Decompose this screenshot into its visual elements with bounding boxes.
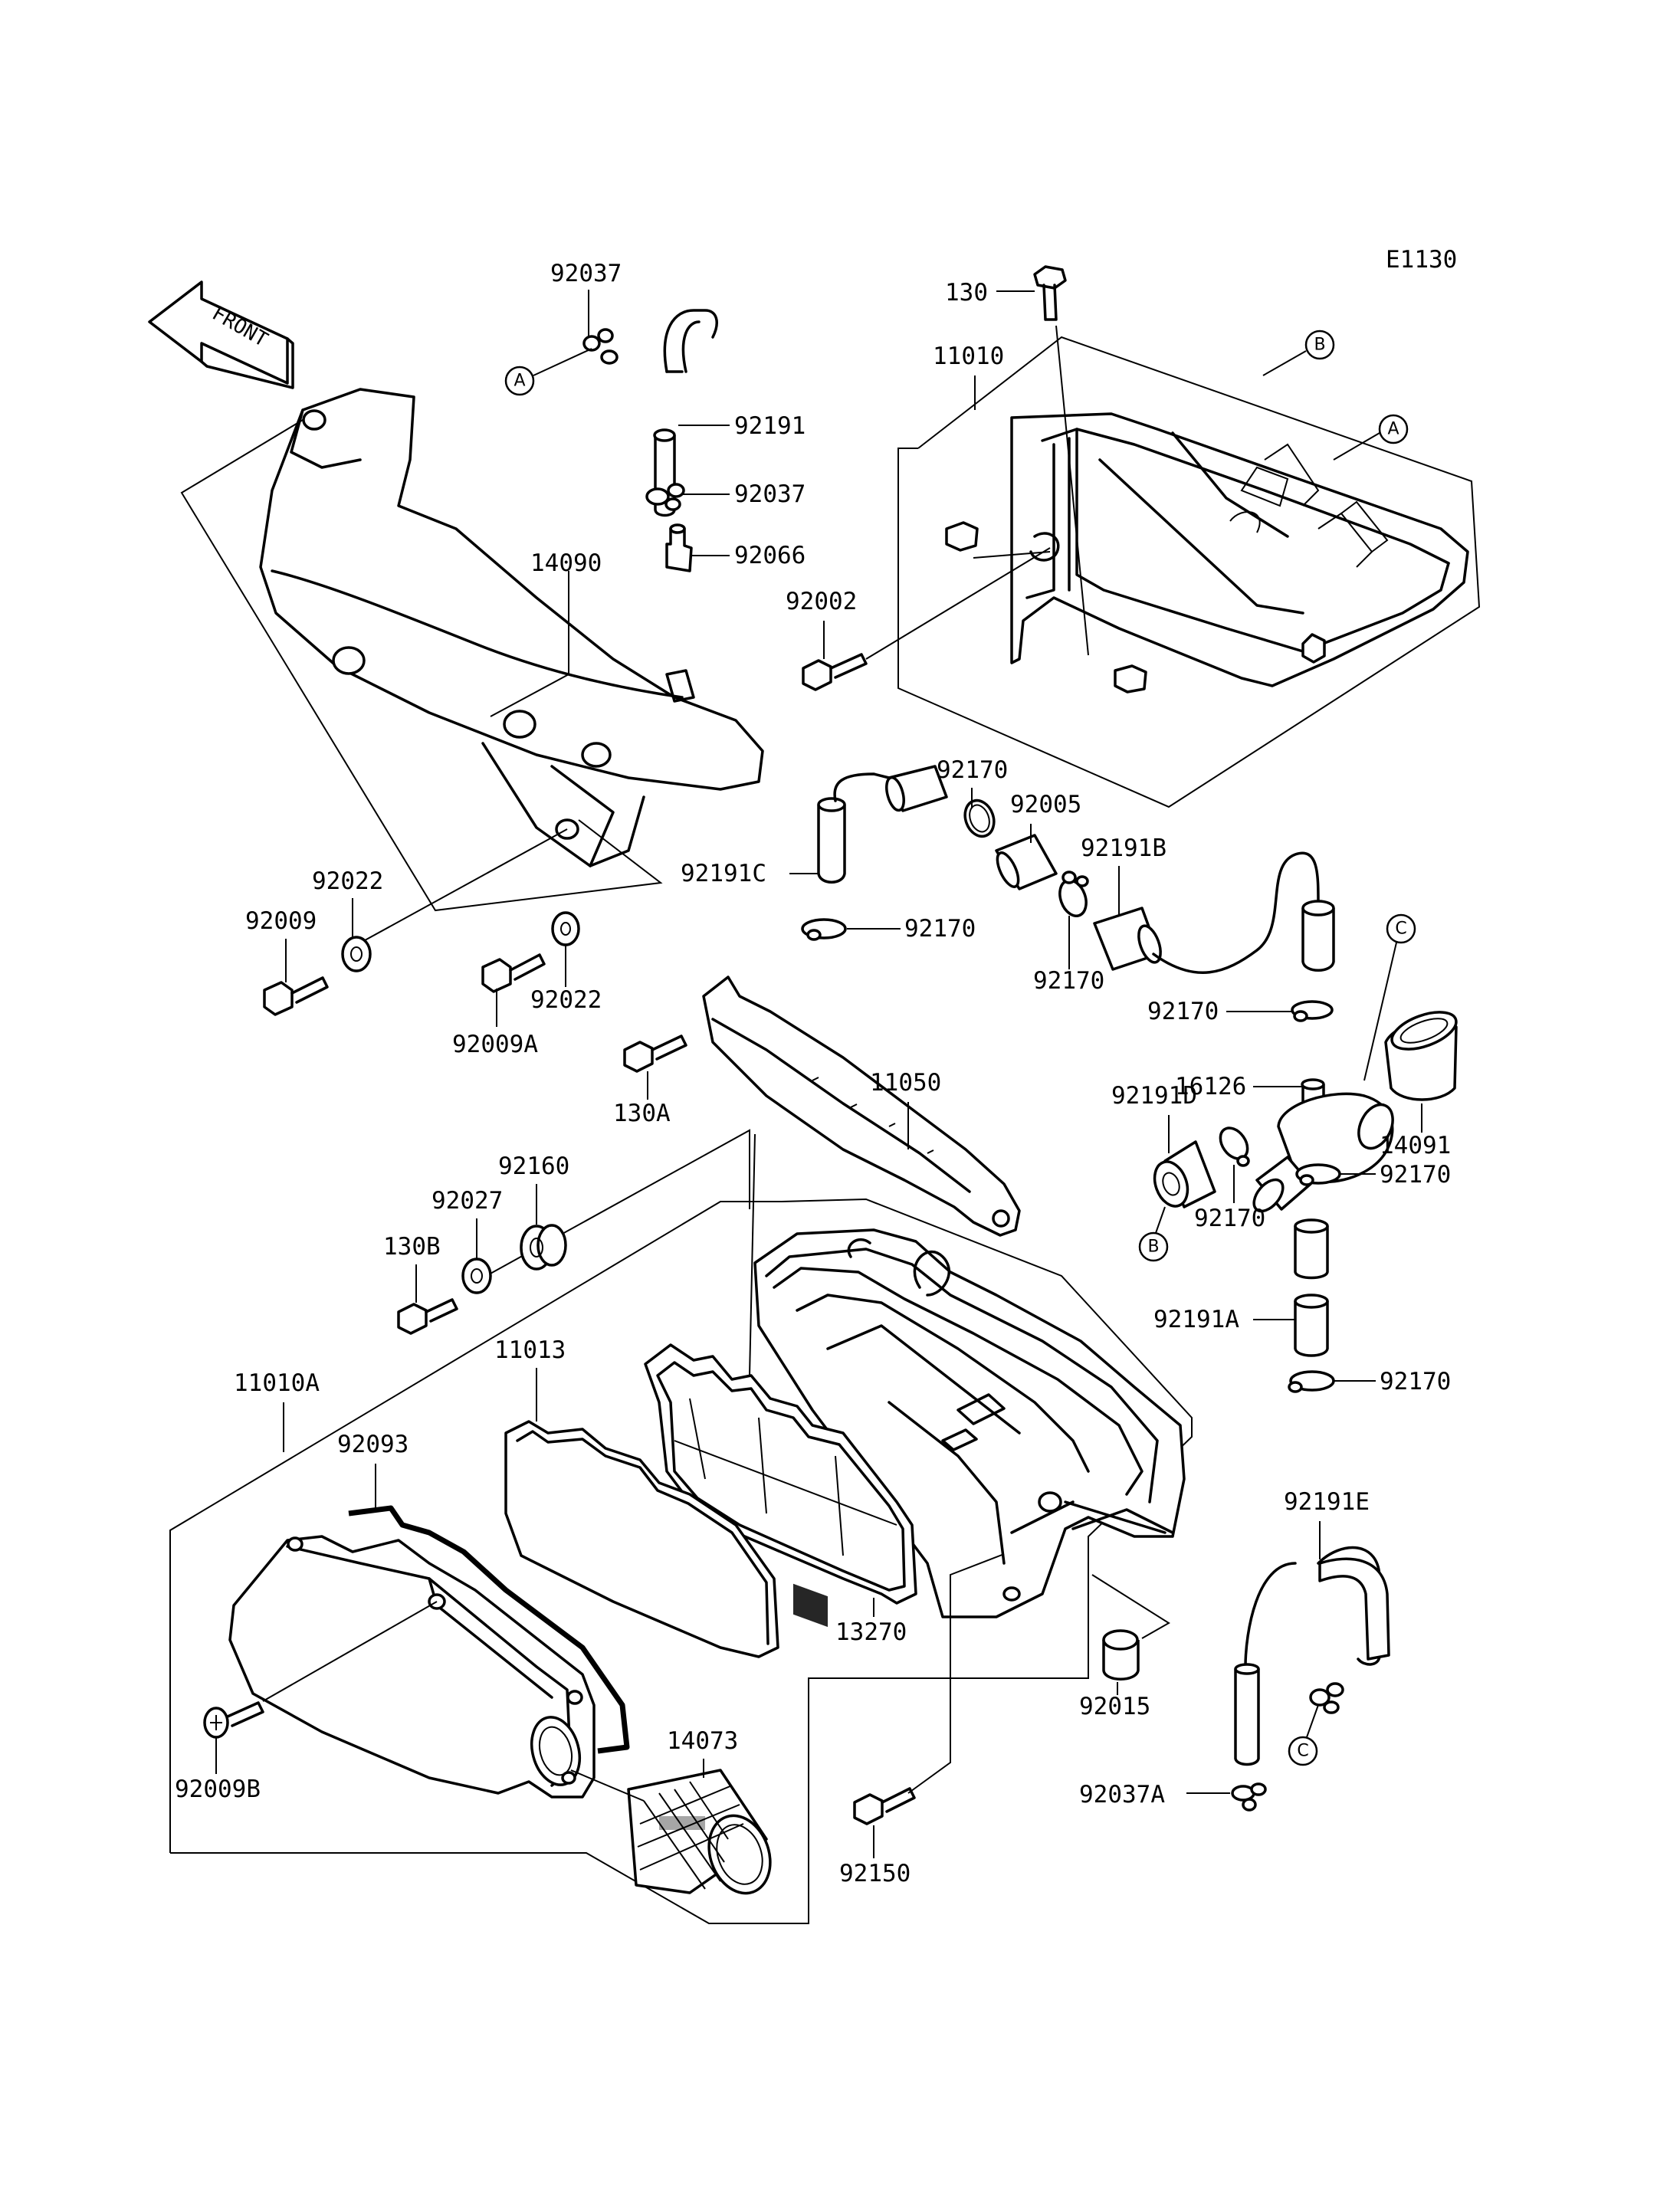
part-92191: 92191 <box>734 412 806 440</box>
part-92015: 92015 <box>1079 1693 1150 1720</box>
part-92037A: 92037A <box>1079 1781 1165 1808</box>
part-92191D: 92191D <box>1111 1082 1197 1110</box>
hose-92191C <box>817 765 948 884</box>
fitting-92066 <box>665 523 693 572</box>
connector-c-1 <box>1386 913 1416 944</box>
bolt-130A <box>623 1035 687 1073</box>
clip-92037-top <box>582 328 619 365</box>
part-92066: 92066 <box>734 542 806 569</box>
connector-a-1-label: A <box>514 372 525 391</box>
part-92093: 92093 <box>337 1431 409 1458</box>
grommet-92160 <box>520 1224 567 1271</box>
bracket-11050 <box>702 976 1021 1237</box>
part-92037-top: 92037 <box>550 260 622 287</box>
part-11010A: 11010A <box>234 1369 320 1397</box>
seal-92093 <box>348 1505 630 1754</box>
clamp-92170-f <box>1295 1163 1341 1186</box>
part-14073: 14073 <box>667 1727 738 1755</box>
clamp-92170-g <box>1288 1370 1335 1393</box>
part-92160: 92160 <box>498 1153 569 1180</box>
connector-b-1 <box>1304 330 1335 360</box>
washer-92022-mid <box>551 911 580 946</box>
cap-14091 <box>1384 1011 1458 1101</box>
collar-92015 <box>1102 1629 1140 1681</box>
part-92022-left: 92022 <box>312 867 383 895</box>
hose-92191 <box>653 309 718 517</box>
part-14090: 14090 <box>530 549 602 577</box>
cover-11010A <box>228 1535 596 1799</box>
part-130B: 130B <box>383 1233 441 1261</box>
connector-c-2-label: C <box>1297 1742 1308 1761</box>
part-92009: 92009 <box>245 907 317 935</box>
part-92191E: 92191E <box>1284 1488 1370 1516</box>
connector-b-1-label: B <box>1314 336 1325 355</box>
part-130A: 130A <box>613 1100 671 1127</box>
part-92170-c: 92170 <box>1033 967 1104 995</box>
air-cleaner-housing <box>753 1228 1186 1618</box>
part-16126: 16126 <box>1175 1073 1246 1100</box>
part-92002: 92002 <box>786 588 857 615</box>
part-92191A: 92191A <box>1153 1306 1239 1333</box>
part-92027: 92027 <box>431 1187 503 1215</box>
clamp-92170-d <box>1291 1000 1334 1022</box>
clip-92037A <box>1231 1782 1267 1812</box>
connector-a-1 <box>504 366 535 396</box>
part-92170-f: 92170 <box>1380 1161 1451 1189</box>
part-92037-mid: 92037 <box>734 480 806 508</box>
part-92170-d: 92170 <box>1147 998 1219 1025</box>
connector-c-1-label: C <box>1395 920 1406 939</box>
part-92191C: 92191C <box>681 860 766 887</box>
part-92191B: 92191B <box>1081 835 1166 862</box>
hose-92191B <box>1093 851 1335 974</box>
part-92170-b: 92170 <box>904 915 976 943</box>
washer-92027 <box>461 1258 492 1294</box>
part-11050: 11050 <box>870 1069 941 1097</box>
part-92009A: 92009A <box>452 1031 538 1058</box>
part-92022-mid: 92022 <box>530 986 602 1014</box>
part-92170-a: 92170 <box>937 756 1008 784</box>
connector-b-2-label: B <box>1147 1238 1159 1257</box>
bolt-92002 <box>802 653 868 691</box>
part-11013: 11013 <box>494 1336 566 1364</box>
hose-92191D <box>1153 1140 1216 1208</box>
washer-92022-left <box>341 936 372 972</box>
bolt-130B <box>397 1298 458 1335</box>
clip-92037-right <box>1309 1682 1344 1714</box>
connector-a-2-label: A <box>1387 420 1399 439</box>
bolt-130 <box>1033 265 1067 321</box>
part-92150: 92150 <box>839 1860 911 1887</box>
bolt-92150 <box>853 1787 916 1825</box>
clamp-92170-c <box>1058 871 1089 917</box>
part-130: 130 <box>945 279 988 307</box>
part-92170-e: 92170 <box>1194 1205 1265 1232</box>
part-14091: 14091 <box>1380 1132 1451 1159</box>
part-11010: 11010 <box>933 343 1004 370</box>
hose-92191E <box>1234 1546 1390 1766</box>
part-92009B: 92009B <box>175 1776 261 1803</box>
part-13270: 13270 <box>835 1618 907 1646</box>
diagram-code: E1130 <box>1386 246 1457 274</box>
element-11013 <box>504 1420 779 1658</box>
connector-b-2 <box>1138 1231 1169 1262</box>
clamp-92170-b <box>801 918 847 941</box>
pipe-92005 <box>995 834 1058 890</box>
part-92170-g: 92170 <box>1380 1368 1451 1395</box>
hose-92191A <box>1294 1218 1329 1357</box>
clip-92037-mid <box>645 483 685 511</box>
clamp-92170-e <box>1219 1126 1250 1167</box>
front-arrow-icon: FRONT <box>148 280 294 389</box>
connector-c-2 <box>1288 1736 1318 1766</box>
valve-16126 <box>1252 1078 1394 1213</box>
connector-a-2 <box>1378 414 1409 444</box>
bolt-92009A <box>481 953 546 993</box>
side-cover-14090 <box>259 388 764 867</box>
clamp-92170-a <box>963 798 996 838</box>
filter-14073 <box>627 1769 772 1895</box>
part-92005: 92005 <box>1010 791 1081 818</box>
screw-92009B <box>203 1701 264 1739</box>
air-cleaner-case-11010 <box>945 412 1469 694</box>
bolt-92009 <box>263 976 329 1016</box>
